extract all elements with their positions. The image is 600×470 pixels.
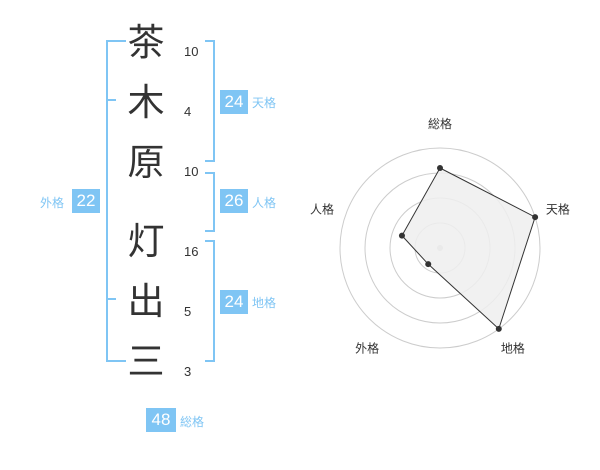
soukaku-label: 総格 (180, 415, 205, 429)
jinkaku-bracket (205, 172, 215, 232)
tenkaku-bracket (205, 40, 215, 162)
stroke-count-4: 16 (184, 244, 199, 259)
stroke-count-3: 10 (184, 164, 199, 179)
radar-axis-label-4: 外格 (355, 340, 379, 355)
stroke-count-1: 10 (184, 44, 199, 59)
radar-axis-label-3: 地格 (501, 340, 525, 355)
chikaku-bracket (205, 240, 215, 362)
stroke-count-2: 4 (184, 104, 192, 119)
name-char-5: 出 (127, 280, 165, 323)
radar-point-3 (495, 325, 502, 332)
gaikaku-bracket-tick (106, 99, 116, 101)
jinkaku-value: 26 (220, 189, 248, 213)
gaikaku-label: 外格 (40, 196, 65, 210)
radar-point-1 (437, 165, 443, 171)
radar-axis-label-2: 天格 (546, 202, 570, 217)
radar-grid-ring (339, 147, 541, 349)
soukaku-value: 48 (146, 408, 176, 432)
tenkaku-value: 24 (220, 90, 248, 114)
radar-point-5 (398, 232, 405, 239)
chikaku-value: 24 (220, 290, 248, 314)
name-char-6: 三 (127, 340, 165, 383)
tenkaku-label: 天格 (252, 96, 277, 110)
name-char-2: 木 (127, 81, 165, 124)
radar-axis-label-1: 総格 (428, 116, 452, 131)
name-char-1: 茶 (127, 21, 165, 64)
stroke-count-6: 3 (184, 364, 192, 379)
stroke-count-5: 5 (184, 304, 192, 319)
radar-axis-label-5: 人格 (310, 202, 334, 217)
gaikaku-bracket (106, 40, 126, 362)
radar-point-2 (532, 214, 539, 221)
gaikaku-value: 22 (72, 189, 100, 213)
name-char-4: 灯 (127, 220, 165, 263)
gaikaku-bracket-tick (106, 298, 116, 300)
radar-series-polygon (401, 167, 536, 330)
name-char-3: 原 (127, 141, 165, 184)
chikaku-label: 地格 (252, 296, 277, 310)
radar-point-4 (425, 261, 432, 268)
jinkaku-label: 人格 (252, 196, 277, 210)
